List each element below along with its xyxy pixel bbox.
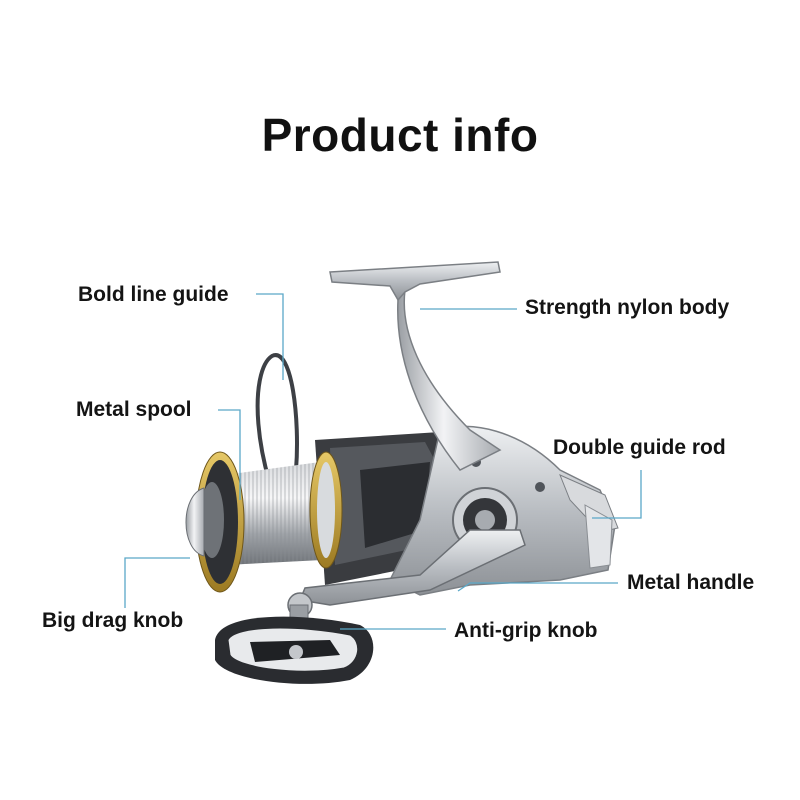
handle-knob: [215, 616, 374, 684]
leader-lines: [124, 293, 642, 630]
handle-arm: [287, 529, 526, 636]
label-anti-grip-knob: Anti-grip knob: [454, 619, 598, 642]
label-metal-spool: Metal spool: [76, 398, 192, 421]
label-strength-nylon-body: Strength nylon body: [525, 296, 730, 319]
drag-knob: [185, 482, 224, 558]
leader-metal-handle: [457, 582, 618, 592]
leader-bold-line-guide: [256, 293, 284, 380]
leader-big-drag-knob: [124, 557, 190, 608]
page-title: Product info: [261, 109, 539, 161]
label-double-guide-rod: Double guide rod: [553, 436, 726, 459]
leader-metal-spool: [218, 409, 241, 500]
label-big-drag-knob: Big drag knob: [42, 609, 184, 632]
rod-foot: [329, 261, 502, 471]
label-bold-line-guide: Bold line guide: [78, 283, 229, 306]
label-metal-handle: Metal handle: [627, 571, 755, 594]
leader-double-guide-rod: [592, 470, 642, 519]
